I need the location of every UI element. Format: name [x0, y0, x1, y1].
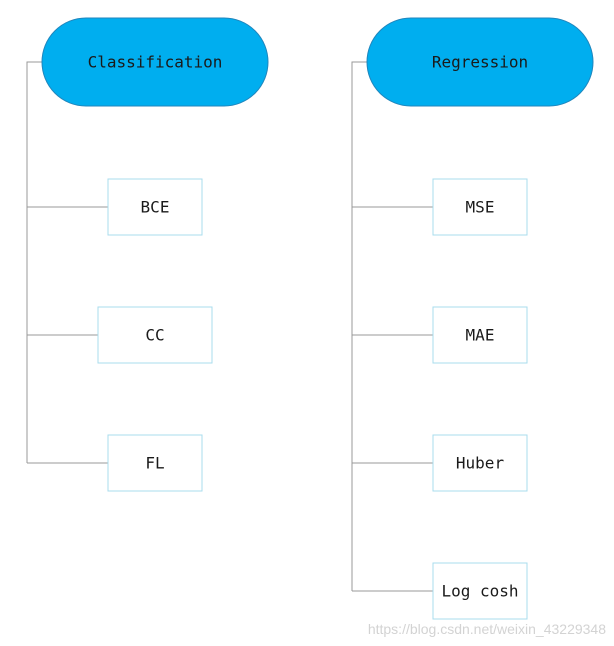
classification-node [41, 17, 269, 107]
log-cosh-label: Log cosh [441, 582, 518, 601]
fl-node [107, 434, 203, 492]
mse-label: MSE [466, 198, 495, 217]
bce-label: BCE [141, 198, 170, 217]
huber-label: Huber [456, 454, 505, 473]
cc-label: CC [145, 326, 164, 345]
watermark: https://blog.csdn.net/weixin_43229348 [368, 621, 606, 637]
regression-group: Regression MSE MAE Huber Log cosh [351, 17, 594, 620]
classification-connector [26, 61, 108, 464]
regression-connector [351, 61, 433, 592]
huber-node [432, 434, 528, 492]
classification-label: Classification [88, 53, 223, 72]
cc-node [97, 306, 213, 364]
mae-label: MAE [466, 326, 495, 345]
fl-label: FL [145, 454, 164, 473]
mse-node [432, 178, 528, 236]
log-cosh-node [432, 562, 528, 620]
mae-node [432, 306, 528, 364]
regression-node [366, 17, 594, 107]
bce-node [107, 178, 203, 236]
regression-label: Regression [432, 53, 528, 72]
classification-group: Classification BCE CC FL [26, 17, 269, 492]
